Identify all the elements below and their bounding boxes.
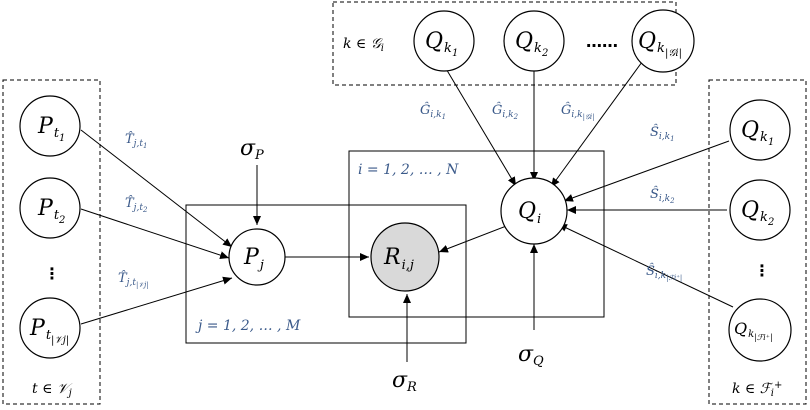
edge-label-s1: Ŝi,k1	[650, 123, 675, 143]
edge-ptv-pj	[80, 276, 233, 325]
edge-label-s2: Ŝi,k2	[650, 185, 675, 205]
edge-label-g1: Ĝi,k1	[420, 101, 446, 121]
svg-text:Pt|𝒱j|: Pt|𝒱j|	[29, 316, 69, 346]
sigma-r: σR	[392, 368, 417, 395]
svg-text:Qk2: Qk2	[741, 198, 774, 228]
node-p-j: Pj	[228, 228, 286, 286]
left-ellipsis: ⋮	[44, 264, 60, 283]
edge-pt2-pj	[80, 208, 230, 259]
svg-text:Qk|ℱi⁺|: Qk|ℱi⁺|	[734, 319, 773, 342]
svg-text:Ri,j: Ri,j	[383, 245, 414, 273]
plate-j-label: j = 1, 2, … , M	[195, 318, 301, 334]
sigma-p: σP	[240, 136, 264, 163]
node-r-ij: Ri,j	[370, 222, 440, 292]
svg-text:Qk2: Qk2	[515, 29, 548, 59]
edge-label-tv: T̂j,t|𝒱j|	[118, 270, 149, 289]
node-q-kg-top: Qk|𝒢i|	[631, 9, 695, 73]
top-group-label: k ∈ 𝒢i	[343, 36, 384, 54]
edge-qkfright-qi	[557, 223, 734, 308]
node-q-k2-right: Qk2	[729, 179, 791, 241]
edge-label-t1: T̂j,t1	[125, 131, 147, 150]
node-q-k1-top: Qk1	[413, 10, 475, 72]
right-group-label: k ∈ ℱi+	[732, 380, 782, 399]
top-group-box	[332, 1, 677, 86]
edge-label-g2: Ĝi,k2	[492, 101, 519, 121]
right-group-box	[708, 79, 807, 405]
node-q-kf-right: Qk|ℱi⁺|	[728, 298, 792, 362]
node-p-t1: Pt1	[19, 95, 81, 157]
edge-label-t2: T̂j,t2	[125, 195, 148, 214]
edge-qk1right-qi	[563, 140, 730, 202]
node-q-k1-right: Qk1	[729, 99, 791, 161]
svg-text:Qk|𝒢i|: Qk|𝒢i|	[638, 29, 682, 59]
plate-i	[348, 150, 605, 318]
edge-qk1top-qi	[444, 66, 517, 187]
svg-text:Pt1: Pt1	[37, 114, 65, 144]
svg-text:Qi: Qi	[518, 199, 541, 227]
node-q-i: Qi	[500, 177, 568, 245]
node-q-k2-top: Qk2	[503, 10, 565, 72]
svg-text:Pj: Pj	[243, 245, 264, 273]
edge-label-sf: Ŝi,k|ℱi⁺|	[646, 262, 682, 282]
svg-text:Qk1: Qk1	[741, 118, 774, 148]
plate-i-label: i = 1, 2, … , N	[358, 162, 459, 178]
edge-qi-rij	[438, 224, 510, 253]
left-group-box	[2, 79, 101, 405]
sigma-q: σQ	[518, 342, 544, 369]
node-p-tv: Pt|𝒱j|	[19, 297, 81, 359]
edge-pt1-pj	[80, 129, 233, 248]
node-p-t2: Pt2	[19, 177, 81, 239]
svg-text:Qk1: Qk1	[425, 29, 458, 59]
edge-label-gg: Ĝi,k|𝒢i|	[561, 101, 595, 121]
plate-j	[185, 204, 467, 344]
top-ellipsis: ……	[586, 32, 618, 51]
svg-text:Pt2: Pt2	[37, 196, 65, 226]
left-group-label: t ∈ 𝒱j	[32, 381, 73, 399]
right-ellipsis: ⋮	[754, 261, 770, 280]
edge-qkgtop-qi	[550, 61, 643, 188]
